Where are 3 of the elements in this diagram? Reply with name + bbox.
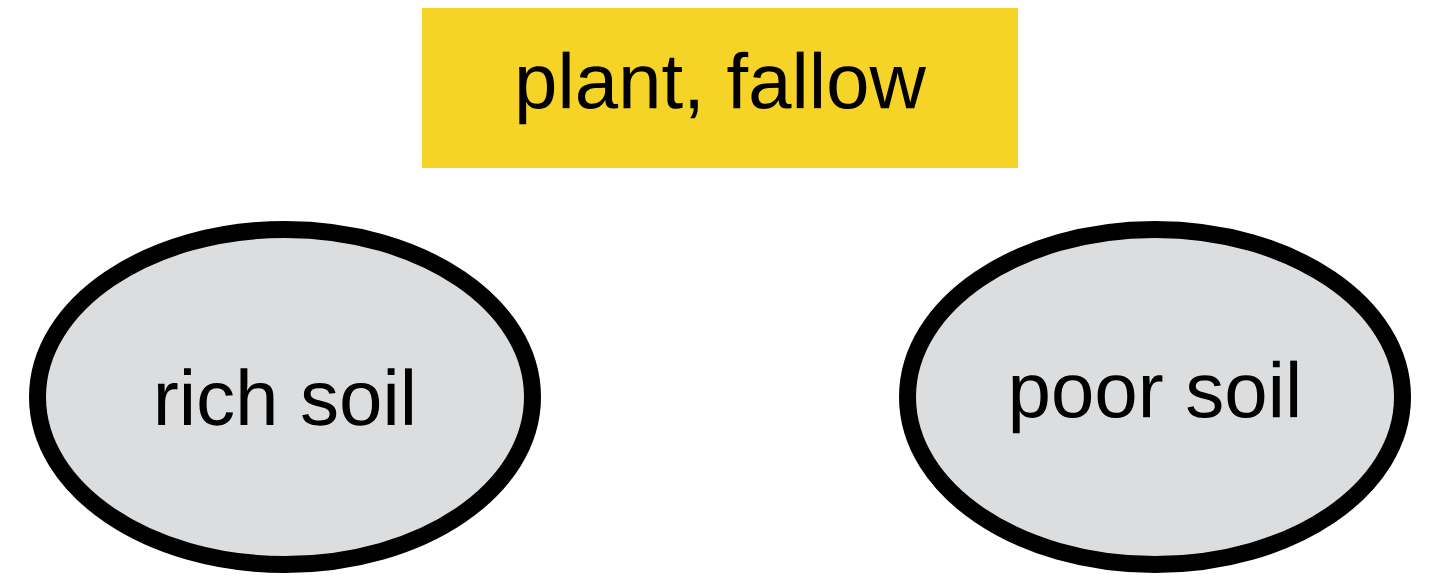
label-box: plant, fallow [422,8,1018,168]
ellipse-node: rich soil [29,221,541,573]
ellipse-node: poor soil [899,221,1411,573]
